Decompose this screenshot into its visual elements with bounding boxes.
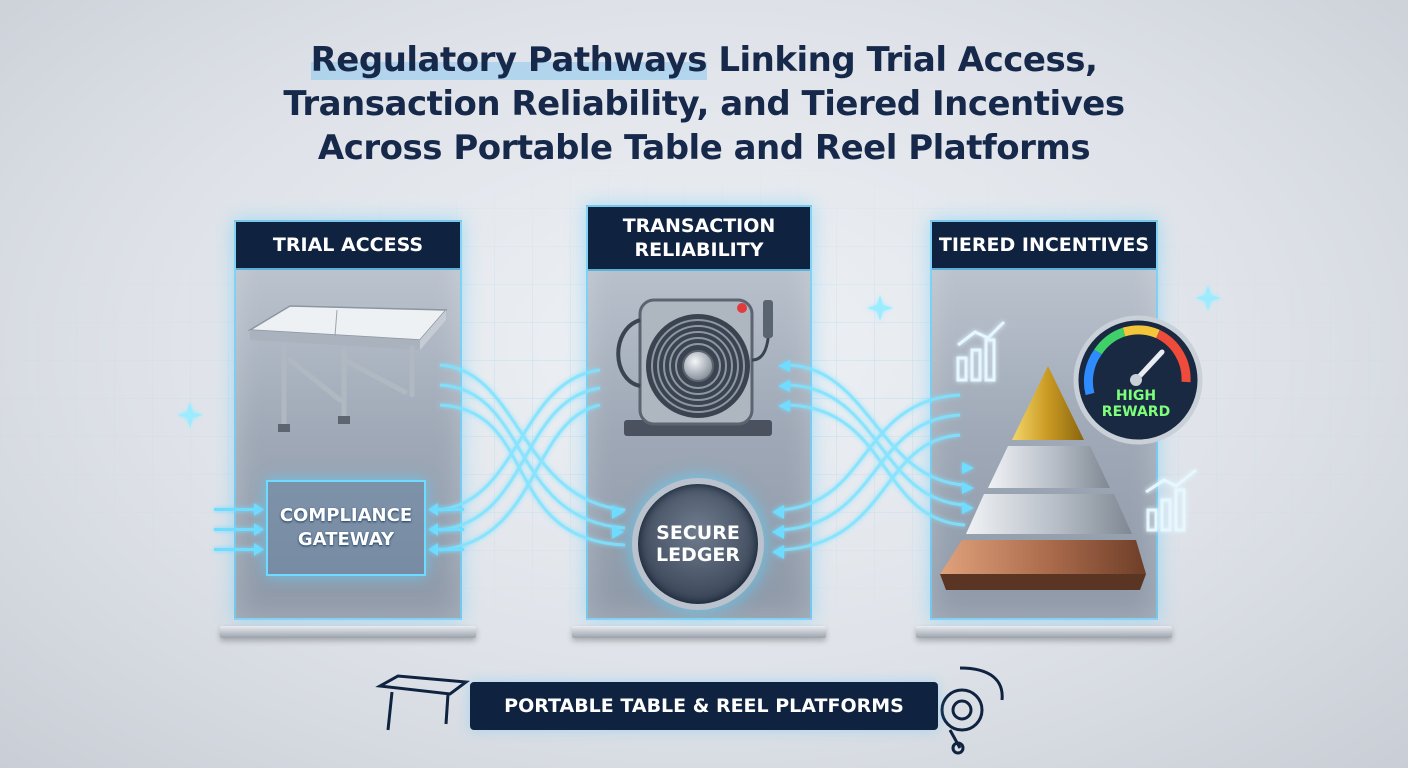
ledger-line1: SECURE xyxy=(656,522,740,544)
title-line1-rest: Linking Trial Access, xyxy=(706,40,1098,80)
pyramid-icon xyxy=(940,366,1146,590)
panel-base-trial xyxy=(220,626,476,638)
growth-chart-icon xyxy=(956,320,1006,382)
gateway-arrows-out xyxy=(428,503,464,556)
panel-header-tiered: TIERED INCENTIVES xyxy=(932,222,1156,270)
gateway-line2: GATEWAY xyxy=(297,529,395,550)
ledger-line2: LEDGER xyxy=(655,544,741,566)
footer-bar: PORTABLE TABLE & REEL PLATFORMS xyxy=(470,682,938,730)
footer-table-icon xyxy=(375,674,471,731)
panel-base-tiered xyxy=(916,626,1172,638)
page-title: Regulatory Pathways Linking Trial Access… xyxy=(0,38,1408,170)
gauge-icon xyxy=(1073,315,1203,445)
footer-label: PORTABLE TABLE & REEL PLATFORMS xyxy=(504,695,904,717)
title-line2: Transaction Reliability, and Tiered Ince… xyxy=(283,84,1125,124)
reel-icon xyxy=(616,298,773,436)
folding-table-icon xyxy=(247,305,448,432)
growth-chart-icon-2 xyxy=(1145,468,1197,532)
ledger-arrows-left xyxy=(612,505,624,539)
title-highlight: Regulatory Pathways xyxy=(310,40,707,80)
pyramid-arrows xyxy=(962,462,974,514)
title-line3: Across Portable Table and Reel Platforms xyxy=(317,128,1091,168)
gateway-line1: COMPLIANCE xyxy=(279,505,413,526)
flow-lines-right xyxy=(779,363,966,552)
secure-ledger: SECURE LEDGER xyxy=(632,478,764,610)
ledger-arrows-right xyxy=(772,505,784,559)
sparkle-icons xyxy=(177,285,1221,428)
gauge-label: HIGH REWARD xyxy=(1101,388,1171,420)
reel-arrows-right xyxy=(778,360,790,412)
compliance-gateway: COMPLIANCE GATEWAY xyxy=(266,480,426,576)
flow-lines-left xyxy=(439,363,626,552)
footer-reel-icon xyxy=(940,666,1004,755)
panel-base-transaction xyxy=(572,626,826,638)
panel-header-trial-access: TRIAL ACCESS xyxy=(236,222,460,270)
gateway-arrows-in xyxy=(214,503,264,556)
panel-header-transaction: TRANSACTION RELIABILITY xyxy=(588,207,810,271)
